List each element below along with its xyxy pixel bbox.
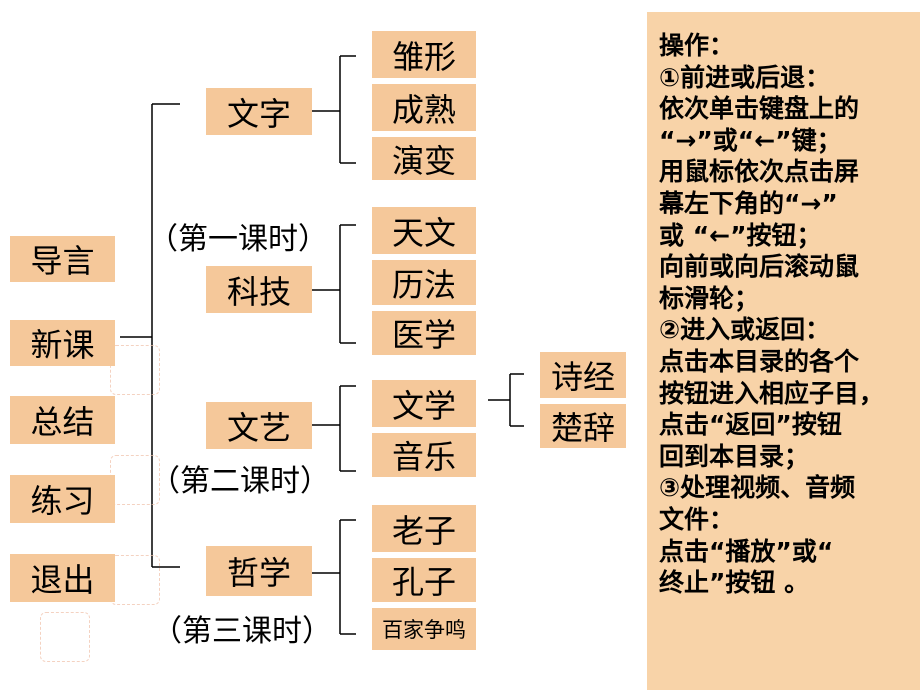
lesson-label-first: （第一课时） — [148, 222, 328, 257]
nav-exit-button[interactable]: 退出 — [10, 554, 115, 602]
instruction-line: 操作： — [659, 31, 735, 60]
subtopic-hundred-schools-button[interactable]: 百家争鸣 — [372, 608, 476, 650]
topic-arts-button[interactable]: 文艺 — [206, 402, 312, 449]
instructions-panel: 操作： ①前进或后退： 依次单击键盘上的 “→”或“←”键； 用鼠标依次点击屏 … — [647, 12, 920, 690]
subtopic-literature-button[interactable]: 文学 — [372, 380, 476, 427]
subtopic-astronomy-button[interactable]: 天文 — [372, 207, 476, 254]
nav-new-lesson-button[interactable]: 新课 — [10, 320, 115, 366]
topic-science-button[interactable]: 科技 — [206, 266, 312, 313]
instruction-line: “→”或“←”键； — [659, 125, 842, 155]
instruction-line: 文件： — [659, 504, 735, 534]
subtopic-writing-evolution-button[interactable]: 演变 — [372, 137, 476, 180]
topic-philosophy-button[interactable]: 哲学 — [206, 546, 312, 596]
instruction-line: 点击本目录的各个 — [659, 346, 860, 376]
instruction-line: 向前或向后滚动鼠 — [659, 252, 860, 282]
instruction-line: 终止”按钮 。 — [659, 568, 810, 598]
seal-stamp-decoration — [40, 612, 90, 662]
instruction-line: 幕左下角的“→” — [659, 188, 838, 218]
subtopic-music-button[interactable]: 音乐 — [372, 433, 476, 477]
subtopic-writing-origin-button[interactable]: 雏形 — [372, 31, 476, 78]
topic-writing-button[interactable]: 文字 — [206, 88, 312, 135]
lesson-label-second: （第二课时） — [150, 464, 330, 499]
nav-intro-button[interactable]: 导言 — [10, 236, 115, 282]
nav-practice-button[interactable]: 练习 — [10, 475, 115, 523]
subtopic-medicine-button[interactable]: 医学 — [372, 311, 476, 355]
subtopic-confucius-button[interactable]: 孔子 — [372, 558, 476, 602]
lesson-label-third: （第三课时） — [152, 614, 332, 649]
seal-stamp-decoration — [110, 345, 160, 395]
instruction-line: ②进入或返回： — [659, 315, 831, 345]
subtopic-laozi-button[interactable]: 老子 — [372, 505, 476, 552]
instruction-line: 用鼠标依次点击屏 — [659, 157, 860, 187]
instruction-line: 点击“返回”按钮 — [659, 410, 842, 440]
instruction-line: 按钮进入相应子目， — [659, 378, 885, 408]
instruction-line: 或 “←”按钮； — [659, 220, 822, 250]
instruction-line: 回到本目录； — [659, 441, 810, 471]
subtopic-calendar-button[interactable]: 历法 — [372, 260, 476, 305]
instruction-line: ①前进或后退： — [659, 62, 831, 92]
nav-summary-button[interactable]: 总结 — [10, 396, 115, 444]
instructions-text: 操作： ①前进或后退： 依次单击键盘上的 “→”或“←”键； 用鼠标依次点击屏 … — [659, 30, 917, 599]
instruction-line: 点击“播放”或“ — [659, 536, 834, 566]
subtopic-writing-mature-button[interactable]: 成熟 — [372, 84, 476, 131]
instruction-line: 依次单击键盘上的 — [659, 94, 860, 124]
instruction-line: ③处理视频、音频 — [659, 473, 856, 503]
literature-shijing-button[interactable]: 诗经 — [540, 352, 626, 398]
literature-chuci-button[interactable]: 楚辞 — [540, 404, 626, 448]
instruction-line: 标滑轮； — [659, 283, 760, 313]
seal-stamp-decoration — [110, 555, 160, 605]
